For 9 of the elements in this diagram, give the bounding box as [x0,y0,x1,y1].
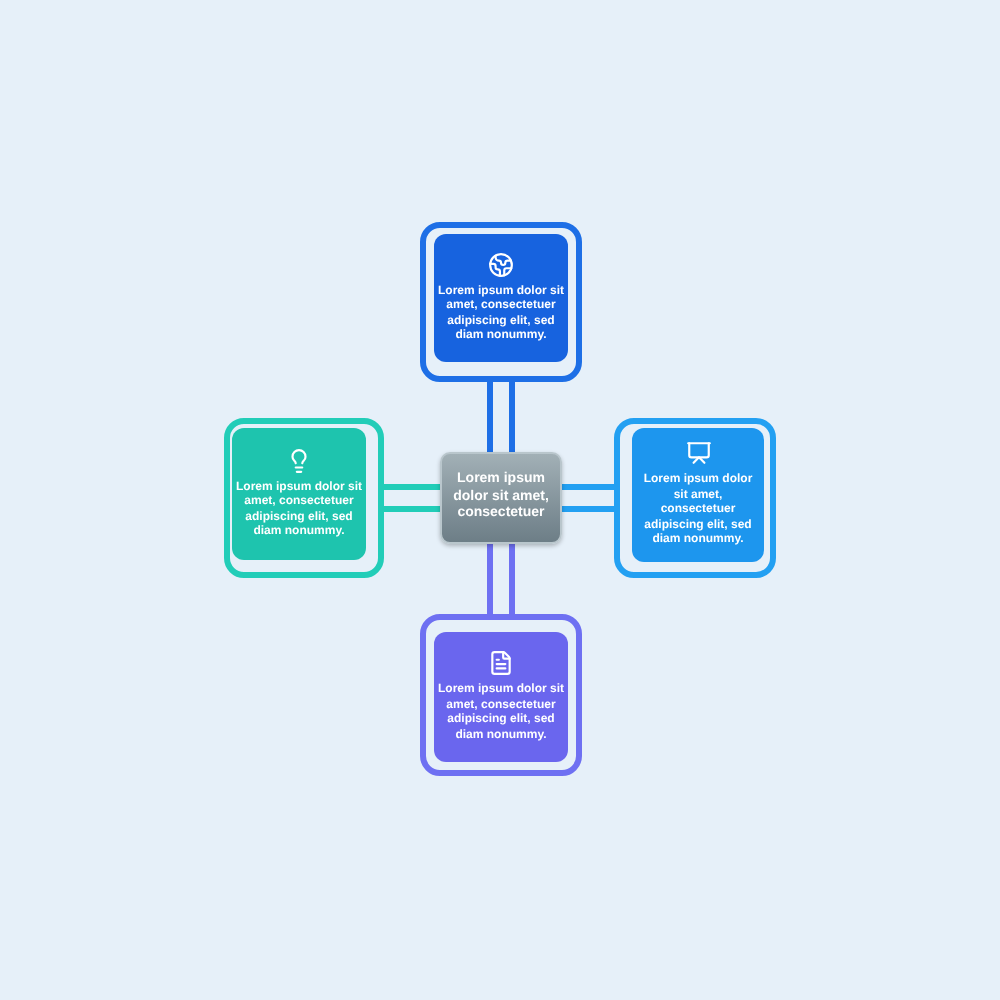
connector-lines [559,484,617,512]
connector-lines [381,484,443,512]
card-frame [420,614,582,776]
center-box [440,452,562,544]
connector-lines [487,379,515,455]
connector-lines [487,541,515,617]
card-frame [614,418,776,578]
card-frame [420,222,582,382]
card-frame [224,418,384,578]
